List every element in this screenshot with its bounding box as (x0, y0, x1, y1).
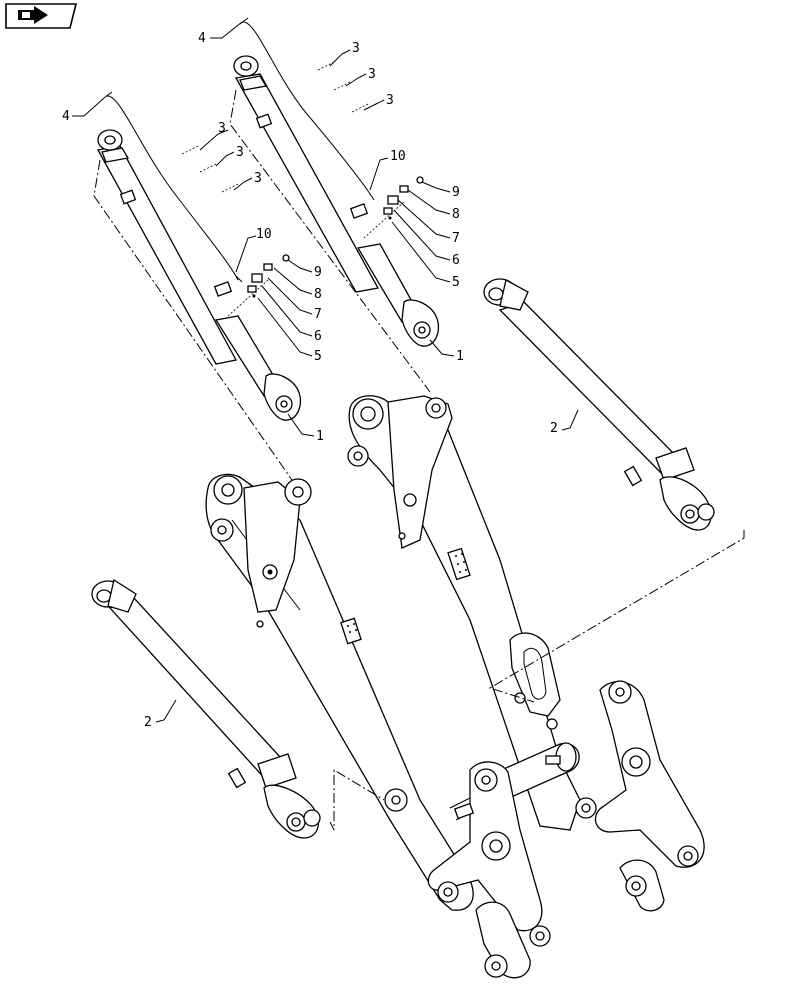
callout-4: 4 (62, 109, 70, 124)
callout-3: 3 (352, 41, 360, 56)
callout-1: 1 (316, 429, 324, 444)
callout-10: 10 (256, 227, 272, 242)
callout-3: 3 (236, 145, 244, 160)
callout-8: 8 (452, 207, 460, 222)
callout-6: 6 (452, 253, 460, 268)
callout-5: 5 (452, 275, 460, 290)
assembly-lines (93, 89, 745, 831)
callout-9: 9 (314, 265, 322, 280)
callout-leaders (72, 21, 579, 723)
callout-9: 9 (452, 185, 460, 200)
callout-3: 3 (218, 121, 226, 136)
fittings-right (383, 176, 424, 220)
lift-cylinder-right (483, 278, 715, 531)
fasteners-item-3 (181, 61, 369, 193)
callout-6: 6 (314, 329, 322, 344)
loader-arm-frame (205, 395, 705, 979)
lift-cylinder-left (91, 578, 321, 839)
callout-3: 3 (386, 93, 394, 108)
callout-4: 4 (198, 31, 206, 46)
tilt-cylinder-left (96, 91, 302, 421)
callout-3: 3 (254, 171, 262, 186)
callout-2: 2 (550, 421, 558, 436)
callout-8: 8 (314, 287, 322, 302)
callout-3: 3 (368, 67, 376, 82)
tilt-cylinder-right (233, 17, 440, 347)
callout-7: 7 (452, 231, 460, 246)
callout-7: 7 (314, 307, 322, 322)
callout-1: 1 (456, 349, 464, 364)
callout-10: 10 (390, 149, 406, 164)
callout-2: 2 (144, 715, 152, 730)
callouts: 1 1 2 2 3 3 3 3 3 3 4 4 5 5 6 6 7 7 8 8 … (62, 31, 558, 730)
callout-5: 5 (314, 349, 322, 364)
next-page-button[interactable] (5, 3, 78, 29)
next-page-arrow-icon (18, 6, 48, 24)
fittings-left (247, 254, 290, 298)
